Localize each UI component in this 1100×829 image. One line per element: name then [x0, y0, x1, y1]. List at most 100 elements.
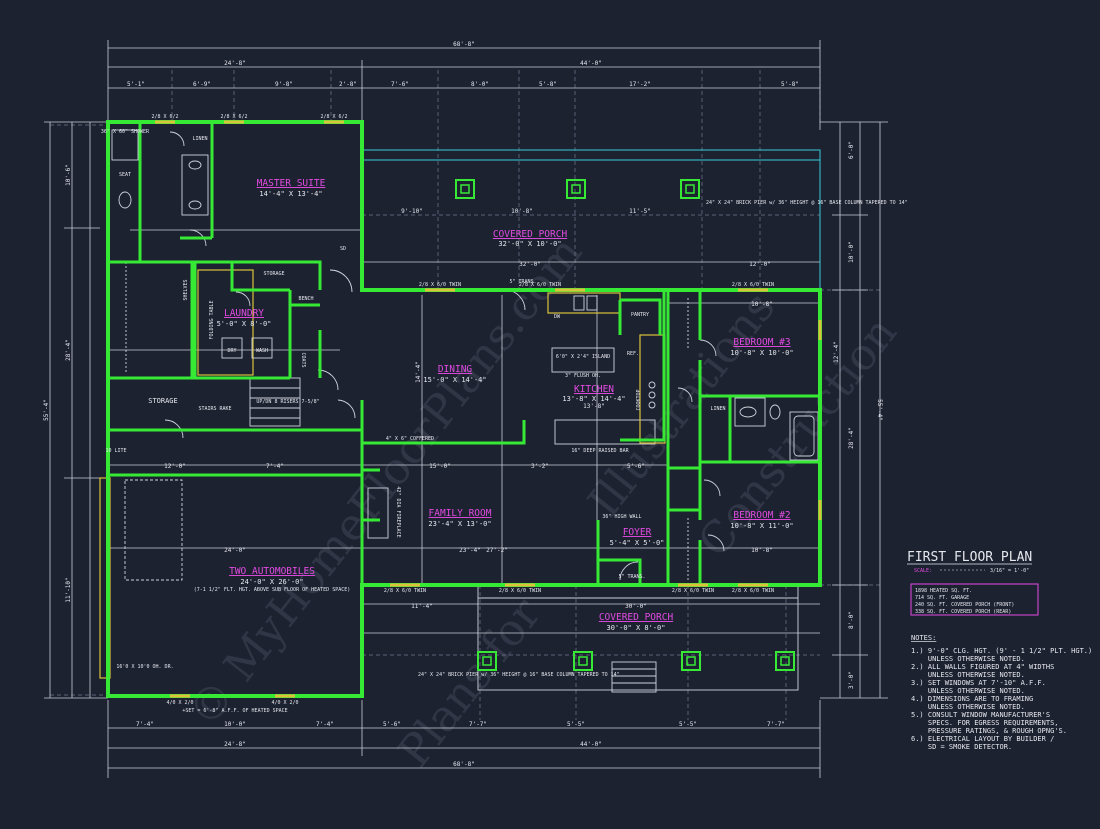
pier-rear-1 [455, 179, 475, 199]
dim-right-3: 12'-4" [833, 341, 840, 363]
dim-int-12: 13'-8" [583, 403, 605, 410]
window-label-9: 2/8 X 6/0 TWIN [672, 588, 714, 594]
dim-top-8: 17'-2" [629, 81, 651, 88]
window-label-6: 2/8 X 6/0 TWIN [732, 282, 774, 288]
label-shower: 36" X 60" SHOWER [101, 129, 150, 135]
dim-int-8: 27'-2" [486, 547, 508, 554]
area-line-2: 714 SQ. FT. GARAGE [915, 595, 969, 601]
room-rear-porch-size: 32'-0" X 10'-0" [498, 240, 561, 248]
room-garage-size: 24'-0" X 26'-0" [240, 578, 303, 586]
scale-value: 3/16" = 1'-0" [990, 568, 1029, 574]
room-rear-porch-name: COVERED PORCH [493, 229, 568, 240]
window-label-4: 2/8 X 6/0 TWIN [419, 282, 461, 288]
room-bedroom2-name: BEDROOM #2 [733, 510, 790, 521]
label-flush: 3" FLUSH OH. [565, 373, 601, 379]
label-wall-note: 36" HIGH WALL [602, 514, 641, 520]
label-fireplace: 42" DIA FIREPLACE [395, 486, 401, 537]
dim-bottom-3: 7'-4" [316, 721, 334, 728]
dim-bottom-left: 24'-8" [224, 741, 246, 748]
pier-front-1 [477, 651, 497, 671]
label-bench: BENCH [298, 296, 313, 302]
room-bedroom3-size: 10'-8" X 10'-0" [730, 349, 793, 357]
pier-rear-3 [680, 179, 700, 199]
note-line-6: UNLESS OTHERWISE NOTED. [911, 687, 1025, 695]
dim-int-16: 7'-4" [266, 463, 284, 470]
note-line-1: 1.) 9'-0" CLG. HGT. (9' - 1 1/2" PLT. HG… [911, 647, 1092, 655]
dim-int-15: 12'-0" [164, 463, 186, 470]
dim-bottom-6: 5'-5" [567, 721, 585, 728]
room-garage-name: TWO AUTOMOBILES [229, 566, 315, 577]
dim-top-6: 8'-0" [471, 81, 489, 88]
label-heated-note: +SET = 6'-8" A.F.F. OF HEATED SPACE [182, 708, 287, 714]
fireplace [367, 487, 389, 539]
label-ref: REF. [627, 351, 639, 357]
label-shelves: SHELVES [183, 279, 189, 300]
label-trans: 5" TRANS. [509, 279, 536, 285]
pier-rear-2 [566, 179, 586, 199]
dim-right-2: 10'-0" [848, 241, 855, 263]
plan-title: FIRST FLOOR PLAN [907, 550, 1032, 565]
room-kitchen-name: KITCHEN [574, 384, 614, 395]
fixture-labels: 6'0" X 2'4" ISLAND 3" FLUSH OH. 16" DEEP… [101, 129, 908, 714]
window-label-3: 2/8 X 6/2 [320, 114, 347, 120]
dim-right-total: 55'-4" [876, 399, 883, 421]
dim-right-1: 6'-0" [848, 141, 855, 159]
dim-left-2: 28'-4" [65, 339, 72, 361]
note-line-2: UNLESS OTHERWISE NOTED. [911, 655, 1025, 663]
dim-int-7: 23'-4" [459, 547, 481, 554]
label-dw: DW [554, 314, 561, 320]
note-line-9: 5.) CONSULT WINDOW MANUFACTURER'S [911, 711, 1050, 719]
note-line-10: SPECS. FOR EGRESS REQUIREMENTS, [911, 719, 1059, 727]
dim-int-6: 24'-0" [224, 547, 246, 554]
label-storage-small: STORAGE [263, 271, 284, 277]
dim-right-5: 8'-0" [848, 611, 855, 629]
area-summary-box [910, 583, 1039, 616]
dim-overall-top: 68'-8" [453, 41, 475, 48]
label-folding: FOLDING TABLE [209, 300, 215, 339]
laundry-counter [197, 269, 254, 376]
scale-label: SCALE: [914, 568, 932, 574]
note-line-7: 4.) DIMENSIONS ARE TO FRAMING [911, 695, 1033, 703]
dim-top-3: 9'-8" [275, 81, 293, 88]
dim-int-19: 5'-6" [627, 463, 645, 470]
dim-int-18: 3'-2" [531, 463, 549, 470]
note-line-4: UNLESS OTHERWISE NOTED. [911, 671, 1025, 679]
area-line-1: 1898 HEATED SQ. FT. [915, 588, 972, 594]
room-kitchen-size: 13'-8" X 14'-4" [562, 395, 625, 403]
grid-lines [50, 70, 880, 720]
window-label-1: 2/8 X 6/2 [151, 114, 178, 120]
area-line-4: 338 SQ. FT. COVERED PORCH (REAR) [915, 609, 1011, 615]
note-line-13: SD = SMOKE DETECTOR. [911, 743, 1012, 751]
note-line-3: 2.) ALL WALLS FIGURED AT 4" WIDTHS [911, 663, 1054, 671]
room-dining-name: DINING [438, 364, 473, 375]
dim-int-9: 30'-0" [625, 603, 647, 610]
walls [106, 120, 822, 698]
room-bedroom2-size: 10'-8" X 11'-0" [730, 522, 793, 530]
dim-bottom-1: 7'-4" [136, 721, 154, 728]
label-upper-dn: UP/DN 8 RISERS 7-5/8" [256, 399, 319, 405]
room-laundry-name: LAUNDRY [224, 308, 264, 319]
dim-int-10: 14'-4" [415, 361, 422, 383]
note-line-5: 3.) SET WINDOWS AT 7'-10" A.F.F. [911, 679, 1046, 687]
dim-top-right: 44'-0" [580, 60, 602, 67]
pier-front-4 [775, 651, 795, 671]
window-label-7: 2/8 X 6/0 TWIN [384, 588, 426, 594]
window-label-5: 2/8 X 6/0 TWIN [519, 282, 561, 288]
window-label-10: 2/8 X 6/0 TWIN [732, 588, 774, 594]
room-labels: MASTER SUITE 14'-4" X 13'-4" COVERED POR… [148, 178, 793, 632]
label-brick-pier-top: 24" X 24" BRICK PIER w/ 36" HEIGHT @ 16"… [706, 200, 908, 206]
room-front-porch-size: 30'-0" X 8'-0" [606, 624, 665, 632]
room-foyer-name: FOYER [623, 527, 652, 538]
label-lite: 10 LITE [105, 448, 126, 454]
dim-top-left: 24'-8" [224, 60, 246, 67]
dimension-lines [44, 40, 888, 778]
label-linen: LINEN [192, 136, 207, 142]
brick-piers [455, 179, 795, 671]
label-dry: DRY [227, 348, 236, 354]
label-island: 6'0" X 2'4" ISLAND [556, 354, 610, 360]
label-brick-pier-bottom: 24" X 24" BRICK PIER w/ 36" HEIGHT @ 16"… [418, 672, 620, 678]
dim-bottom-4: 5'-6" [383, 721, 401, 728]
dim-bottom-8: 7'-7" [767, 721, 785, 728]
